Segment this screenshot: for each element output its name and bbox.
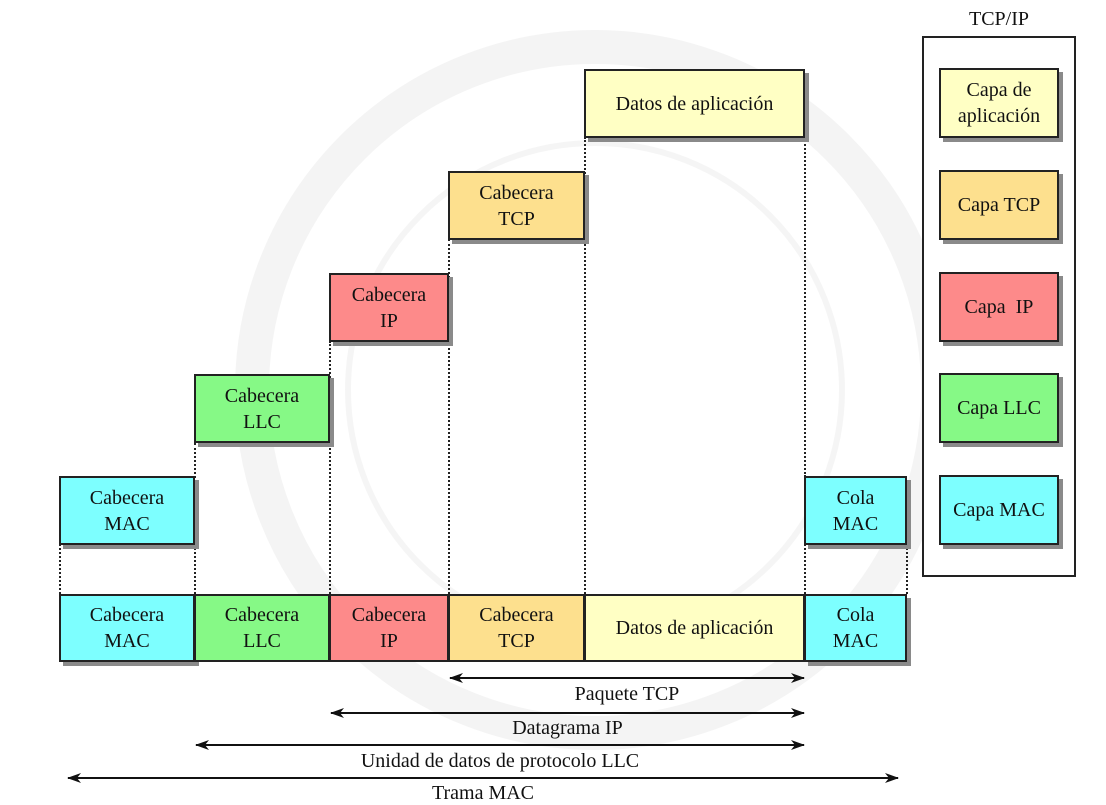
stair-ip-header-line2: IP [380,309,398,332]
frame-mac-header-line1: Cabecera [89,604,165,626]
llc-pdu-label: Unidad de datos de protocolo LLC [360,750,640,772]
guide-line [448,239,450,594]
stair-mac-trailer-line1: Cola [836,486,875,509]
stair-mac-header-line2: MAC [104,512,150,535]
stair-tcp-header-line1: Cabecera [479,181,554,204]
ip-datagram-label: Datagrama IP [512,717,623,739]
stair-tcp-header: Cabecera TCP [448,171,585,240]
stack-layer-ip-label: Capa IP [964,296,1034,318]
frame-mac-trailer-line1: Cola [836,604,875,626]
tcp-packet-label: Paquete TCP [574,683,680,705]
frame-tcp-header: Cabecera TCP [448,594,585,662]
stack-layer-application-line2: aplicación [957,105,1041,127]
stack-layer-tcp: Capa TCP [939,170,1059,240]
frame-llc-header-line2: LLC [243,630,281,652]
guide-line [584,137,586,594]
guide-line [329,341,331,594]
guide-line [804,137,806,477]
frame-tcp-header-line2: TCP [498,630,535,652]
frame-tcp-header-line1: Cabecera [479,604,554,626]
stack-layer-application-line1: Capa de [966,79,1032,101]
frame-app-data-label: Datos de aplicación [615,617,774,639]
frame-ip-header: Cabecera IP [329,594,449,662]
mac-frame-label: Trama MAC [431,782,535,804]
frame-mac-trailer: Cola MAC [804,594,907,662]
stair-app-data: Datos de aplicación [584,69,805,138]
stack-layer-ip: Capa IP [939,272,1059,342]
stair-tcp-header-line2: TCP [498,207,535,230]
frame-app-data: Datos de aplicación [584,594,805,662]
frame-ip-header-line2: IP [380,630,398,652]
stair-mac-trailer-line2: MAC [832,512,879,535]
stair-mac-trailer: Cola MAC [804,476,907,545]
frame-llc-header: Cabecera LLC [194,594,330,662]
guide-line [194,443,196,594]
stair-mac-header-line1: Cabecera [89,486,165,509]
stair-llc-header: Cabecera LLC [194,374,330,443]
guide-line [804,544,806,594]
stair-llc-header-line1: Cabecera [224,384,300,407]
guide-line [906,544,908,594]
frame-ip-header-line1: Cabecera [351,604,427,626]
stair-llc-header-line2: LLC [243,410,281,433]
frame-llc-header-line1: Cabecera [224,604,300,626]
stack-layer-tcp-label: Capa TCP [957,194,1041,216]
stack-layer-application: Capa de aplicación [939,68,1059,138]
stair-ip-header: Cabecera IP [329,273,449,342]
stack-title: TCP/IP [968,8,1030,30]
stack-layer-mac-label: Capa MAC [953,499,1045,521]
stack-layer-llc: Capa LLC [939,373,1059,443]
frame-mac-trailer-line2: MAC [832,630,879,652]
stair-app-data-label: Datos de aplicación [615,92,774,115]
stack-layer-llc-label: Capa LLC [957,397,1041,419]
guide-line [59,544,61,594]
stair-ip-header-line1: Cabecera [351,283,427,306]
stack-layer-mac: Capa MAC [939,475,1059,545]
frame-mac-header: Cabecera MAC [59,594,195,662]
frame-mac-header-line2: MAC [104,630,150,652]
stair-mac-header: Cabecera MAC [59,476,195,545]
